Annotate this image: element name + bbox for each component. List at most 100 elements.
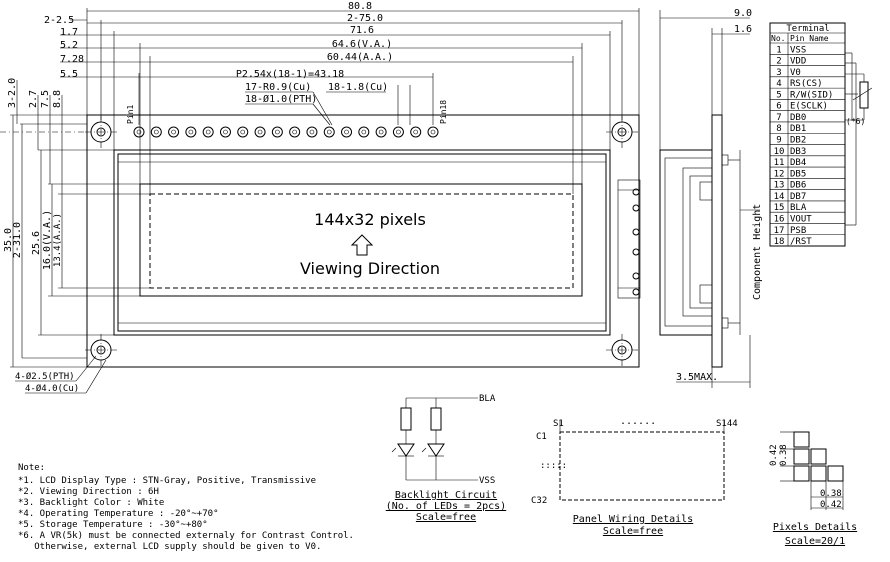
pixels-title: Pixels Details — [773, 522, 857, 533]
terminal-pin-name: /RST — [790, 237, 812, 247]
dim-60-44-aa: 60.44(A.A.) — [327, 52, 393, 63]
pin-pad — [168, 126, 180, 138]
pin-pad — [375, 126, 387, 138]
viewing-direction-label: Viewing Direction — [300, 259, 440, 278]
terminal-pin-name: DB1 — [790, 124, 806, 134]
backlight-sub: (No. of LEDs = 2pcs) — [386, 501, 506, 512]
backlight-scale: Scale=free — [416, 512, 476, 523]
terminal-pin-name: DB7 — [790, 192, 806, 202]
c1-label: C1 — [536, 432, 547, 442]
dim-1-7: 1.7 — [60, 27, 78, 38]
terminal-pin-name: DB2 — [790, 136, 806, 146]
wiring-title: Panel Wiring Details — [573, 514, 693, 525]
resistor-icon — [430, 407, 442, 431]
dim-13-4-aa: 13.4(A.A.) — [53, 213, 63, 267]
contrast-vr: (*6) — [845, 52, 873, 226]
pin-pad — [341, 126, 353, 138]
note-5: *5. Storage Temperature : -30°~+80° — [18, 520, 208, 530]
pin-hole — [188, 129, 194, 135]
resistor-icon — [400, 407, 412, 431]
dim-64-6-va: 64.6(V.A.) — [332, 39, 392, 50]
pin-pad — [289, 126, 301, 138]
terminal-pin-no: 5 — [776, 90, 781, 100]
pin-hole — [430, 129, 436, 135]
terminal-pin-no: 6 — [776, 102, 781, 112]
dim-5-5: 5.5 — [60, 69, 78, 80]
pixel-dim-042-v: 0.42 — [769, 444, 779, 466]
terminal-pin-name: VOUT — [790, 214, 812, 224]
note-1: *1. LCD Display Type : STN-Gray, Positiv… — [18, 476, 316, 486]
note-2: *2. Viewing Direction : 6H — [18, 487, 159, 497]
terminal-pin-no: 8 — [776, 124, 781, 134]
terminal-pin-name: R/W(SID) — [790, 90, 833, 100]
pin-pad — [219, 126, 231, 138]
notes-heading: Note: — [18, 463, 45, 473]
pixels-scale: Scale=20/1 — [785, 536, 845, 547]
bezel-inner — [117, 153, 607, 332]
terminal-pin-name: DB5 — [790, 169, 806, 179]
notes: Note: *1. LCD Display Type : STN-Gray, P… — [18, 463, 354, 552]
hole-pth-note: 4-Ø2.5(PTH) — [15, 371, 75, 382]
pin-hole — [396, 129, 401, 135]
pixel-dim-042-h: 0.42 — [820, 500, 842, 510]
dim-3-2-0: 3-2.0 — [7, 78, 18, 108]
pin-pad — [392, 126, 404, 138]
terminal-pin-no: 2 — [776, 57, 781, 67]
terminal-pin-no: 11 — [774, 158, 785, 168]
pin-hole — [136, 129, 142, 135]
pin-pad — [254, 126, 266, 138]
viewing-area — [139, 183, 583, 297]
terminal-pin-no: 15 — [774, 203, 785, 213]
pin-hole — [378, 129, 384, 135]
dim-80-8: 80.8 — [348, 1, 372, 12]
terminal-col-no: No. — [771, 34, 785, 43]
terminal-pin-name: RS(CS) — [790, 79, 823, 89]
left-dimensions: 35.0 2-31.0 25.6 16.0(V.A.) 13.4(A.A.) 3… — [3, 78, 150, 394]
terminal-pin-name: VDD — [790, 57, 806, 67]
hole-diameter-note: 18-Ø1.0(PTH) — [245, 93, 317, 105]
terminal-pin-no: 17 — [774, 226, 785, 236]
bla-label: BLA — [479, 394, 496, 404]
terminal-pin-no: 14 — [774, 192, 785, 202]
terminal-title: Terminal — [786, 24, 829, 34]
pin-hole — [223, 129, 228, 135]
pin18-label: Pin18 — [439, 100, 448, 124]
s1-label: S1 — [553, 419, 564, 429]
terminal-pin-name: PSB — [790, 226, 806, 236]
active-area — [149, 193, 574, 289]
panel-wiring: S1 S144 ...... C1 C32 ::::: Panel Wiring… — [531, 416, 738, 537]
front-view: 144x32 pixels Viewing Direction — [0, 114, 641, 368]
dim-2-7: 2.7 — [28, 90, 39, 108]
pin-hole — [326, 129, 332, 135]
pin-hole — [275, 129, 280, 135]
terminal-col-name: Pin Name — [790, 34, 829, 43]
terminal-pin-name: DB3 — [790, 147, 806, 157]
terminal-pin-name: DB0 — [790, 113, 806, 123]
pin-pad — [150, 126, 162, 138]
terminal-pin-no: 16 — [774, 214, 785, 224]
pin-hole — [171, 129, 176, 135]
terminal-pin-no: 10 — [774, 147, 785, 157]
pin-pad — [410, 126, 422, 138]
terminal-pin-no: 1 — [776, 45, 781, 55]
pin-pad — [427, 126, 439, 138]
terminal-pin-name: DB6 — [790, 181, 806, 191]
terminal-pin-name: DB4 — [790, 158, 806, 168]
note-6: *6. A VR(5k) must be connected externaly… — [18, 531, 354, 541]
pixels-details: 0.42 0.38 0.38 0.42 Pixels Details Scale… — [769, 431, 857, 547]
terminal-pin-no: 9 — [776, 136, 781, 146]
pin-hole — [257, 129, 263, 135]
pad-size-note: 18-1.8(Cu) — [328, 82, 388, 93]
side-dim-9-0: 9.0 — [734, 8, 752, 19]
led-icon — [397, 443, 415, 457]
pitch-note: P2.54x(18-1)=43.18 — [236, 69, 344, 80]
pin-pad — [133, 126, 145, 138]
panel-outline — [559, 431, 725, 501]
terminal-pin-no: 18 — [774, 237, 785, 247]
pin-hole — [413, 129, 419, 135]
dim-2-31-0: 2-31.0 — [12, 222, 23, 258]
terminal-pin-no: 7 — [776, 113, 781, 123]
pin-hole — [153, 129, 159, 135]
